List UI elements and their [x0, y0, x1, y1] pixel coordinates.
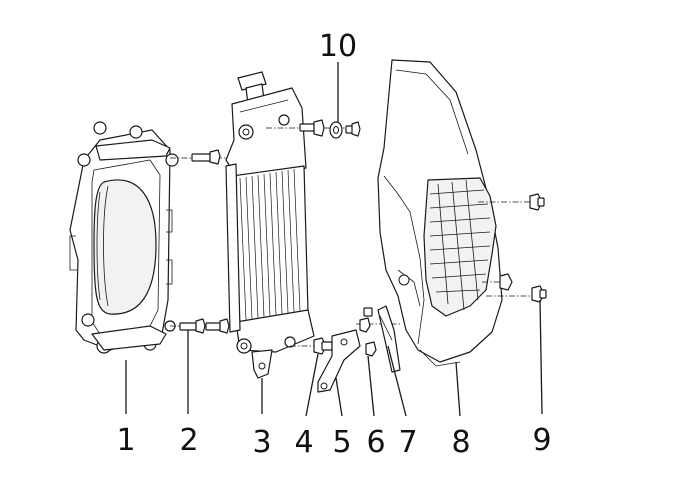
callout-numbers: 1 2 3 4 5 6 7 8 9 10 — [116, 29, 551, 460]
radiator-core-fins — [239, 168, 301, 321]
leader-5 — [335, 377, 343, 417]
part-8-grille-cover — [377, 59, 503, 367]
part-4-bolt — [290, 337, 340, 355]
callout-1: 1 — [116, 423, 135, 458]
leader-7 — [387, 345, 407, 417]
part-9-screws — [478, 193, 547, 303]
leader-4 — [305, 353, 319, 417]
leader-8 — [455, 361, 461, 417]
leader-lines — [125, 62, 543, 417]
callout-5: 5 — [332, 425, 351, 460]
callout-9: 9 — [532, 423, 551, 458]
part-7-clip-bracket — [377, 305, 401, 373]
callout-4: 4 — [294, 425, 313, 460]
part-6-bolts — [356, 307, 400, 357]
callout-8: 8 — [451, 425, 470, 460]
callout-6: 6 — [366, 425, 385, 460]
part-10-bolt-washer — [266, 119, 361, 139]
bolt-lower — [179, 318, 206, 334]
leader-9 — [539, 299, 543, 415]
grille-slats — [423, 177, 497, 317]
callout-3: 3 — [252, 425, 271, 460]
bolt-lower-b — [205, 318, 230, 334]
callout-7: 7 — [398, 425, 417, 460]
leader-6 — [367, 355, 375, 417]
part-2-bolts — [170, 149, 236, 334]
part-5-bracket — [317, 329, 361, 393]
bolt-upper — [191, 149, 221, 165]
callout-2: 2 — [179, 423, 198, 458]
callout-10: 10 — [319, 29, 357, 64]
part-1-fan-shroud — [69, 121, 179, 354]
part-3-radiator — [225, 71, 315, 379]
